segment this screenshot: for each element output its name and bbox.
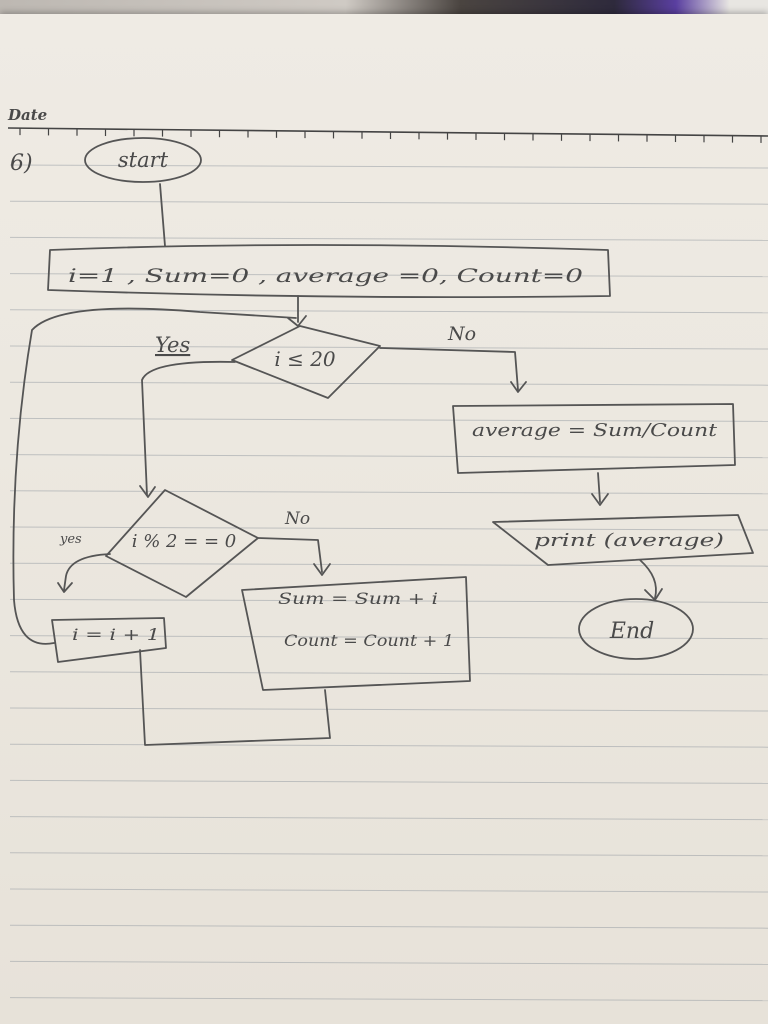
parity-condition-diamond — [105, 489, 259, 598]
loop-yes-label: Yes — [155, 333, 190, 357]
notebook-ruled-lines — [9, 164, 768, 1002]
ruled-line — [9, 635, 768, 640]
ruled-line — [9, 888, 768, 893]
arrowhead-to-parity — [139, 485, 156, 498]
edge-parity-no — [257, 537, 323, 573]
start-terminal — [84, 137, 202, 183]
arrowhead-to-sum — [313, 563, 331, 576]
loop-no-label: No — [447, 323, 476, 345]
increment-label: i = i + 1 — [72, 625, 160, 644]
ruled-line — [9, 779, 768, 784]
ruled-line — [9, 960, 768, 965]
problem-number: 6) — [10, 151, 33, 176]
init-label: i=1 , Sum=0 , average =0, Count=0 — [68, 265, 583, 287]
sum-count-process-box — [241, 576, 471, 691]
parity-no-label: No — [284, 509, 310, 529]
loop-condition-label: i ≤ 20 — [274, 347, 336, 371]
ruled-line — [9, 562, 768, 567]
arrowhead-to-print — [591, 493, 609, 506]
edge-loop-no — [379, 347, 519, 391]
print-label: print (average) — [534, 530, 724, 551]
edge-loop-yes — [141, 360, 236, 496]
ruled-line — [9, 454, 768, 459]
edge-start-init — [159, 183, 166, 247]
ruled-line — [9, 743, 768, 748]
sum-update-label: Sum = Sum + i — [278, 589, 438, 608]
ruled-line — [9, 164, 768, 169]
loop-condition-diamond — [231, 325, 381, 399]
ruled-line — [9, 997, 768, 1002]
end-terminal — [578, 598, 694, 660]
ruled-line — [9, 598, 768, 603]
ruled-line — [9, 273, 768, 278]
increment-process-box — [51, 617, 167, 663]
ruled-line — [9, 707, 768, 712]
ruled-line — [9, 852, 768, 857]
ruled-line — [9, 417, 768, 422]
ruled-line — [9, 816, 768, 821]
arrowhead-to-average — [510, 381, 527, 393]
average-process-box — [452, 403, 736, 474]
ruled-line — [9, 381, 768, 386]
ruled-line — [9, 671, 768, 676]
edge-sum-to-increment — [139, 649, 331, 746]
date-label: Date — [7, 106, 47, 124]
count-update-label: Count = Count + 1 — [284, 631, 454, 650]
ruled-line — [9, 236, 768, 241]
date-rule — [7, 127, 768, 143]
edge-print-end — [639, 559, 657, 599]
edge-parity-yes — [63, 553, 111, 591]
arrowhead-to-end — [644, 588, 663, 601]
ruled-line — [9, 490, 768, 495]
edge-loop-back — [12, 307, 297, 645]
parity-yes-label: yes — [59, 532, 82, 547]
ruled-line — [9, 200, 768, 205]
init-process-box — [47, 244, 611, 299]
parity-condition-label: i % 2 = = 0 — [132, 531, 237, 552]
ruled-line — [9, 309, 768, 314]
print-io-box — [492, 514, 754, 566]
average-label: average = Sum/Count — [472, 420, 718, 441]
ruled-line — [9, 924, 768, 929]
start-label: start — [118, 148, 169, 172]
end-label: End — [609, 619, 654, 644]
ruled-line — [9, 526, 768, 531]
arrowhead-parity-yes — [57, 582, 73, 593]
edge-average-print — [597, 472, 601, 503]
